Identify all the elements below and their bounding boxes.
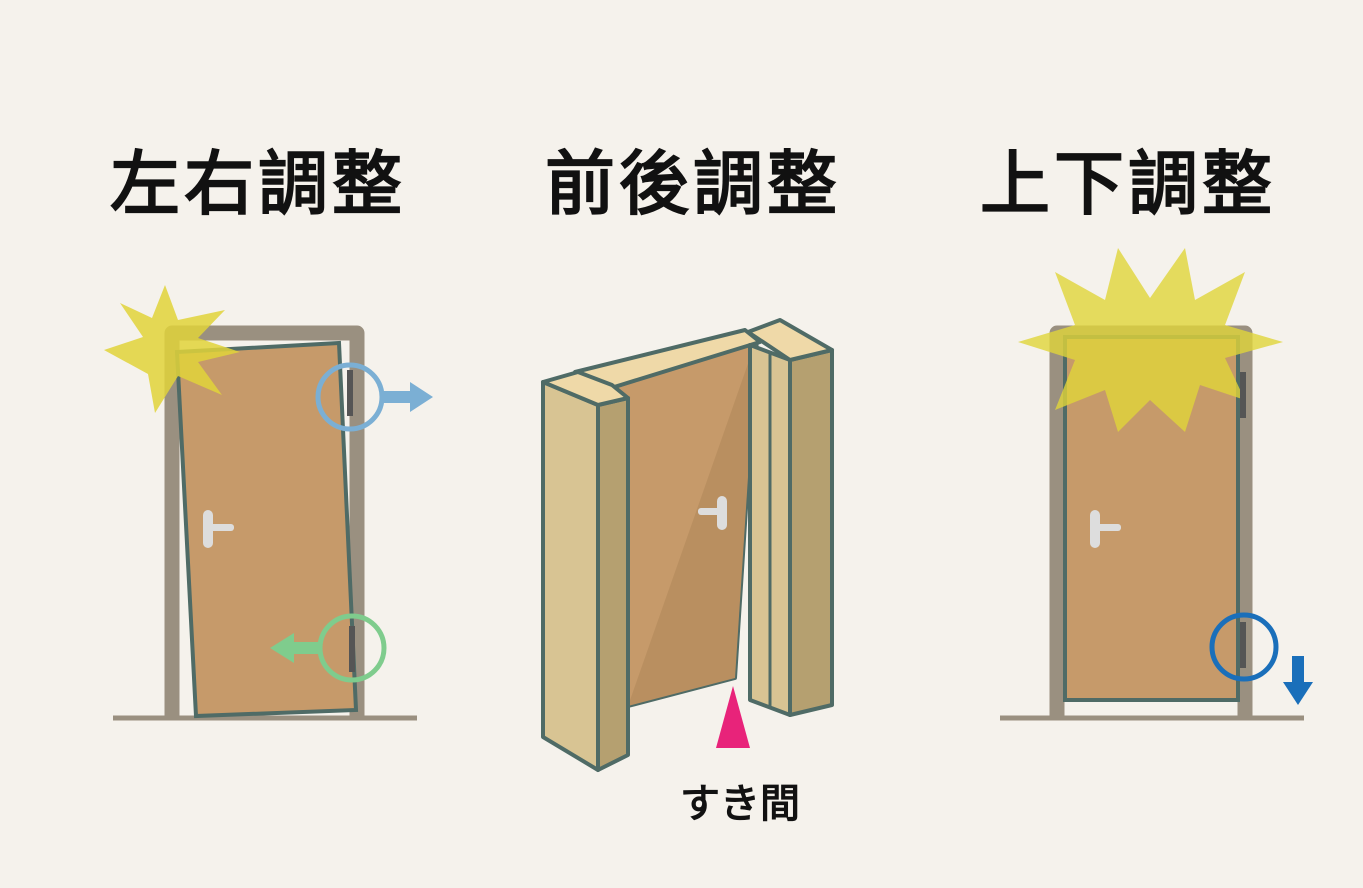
tilted-door xyxy=(174,340,359,719)
gap-label: すき間 xyxy=(680,781,800,827)
title-left-right-adjustment: 左右調整 xyxy=(110,143,406,225)
door-handle xyxy=(717,496,727,530)
impact-burst-icon xyxy=(104,285,240,413)
arrow-down-icon xyxy=(1283,656,1313,705)
door-handle xyxy=(203,510,213,548)
title-front-back-adjustment: 前後調整 xyxy=(545,143,841,225)
hinge xyxy=(349,626,355,672)
left-jamb xyxy=(541,380,600,772)
hinge xyxy=(1240,372,1246,418)
arrow-right-icon xyxy=(382,382,433,412)
hinge xyxy=(347,370,353,416)
front-back-door xyxy=(541,318,834,772)
hinge-highlight-circle xyxy=(1209,612,1279,682)
up-down-door xyxy=(1000,248,1313,721)
hinge xyxy=(1240,622,1246,668)
door-handle xyxy=(1090,510,1100,548)
impact-burst-icon xyxy=(1018,248,1283,432)
left-right-door xyxy=(104,285,433,721)
title-up-down-adjustment: 上下調整 xyxy=(980,143,1276,225)
door-frame xyxy=(164,325,365,718)
gap-marker-icon xyxy=(716,686,750,748)
arrow-left-icon xyxy=(270,633,322,663)
